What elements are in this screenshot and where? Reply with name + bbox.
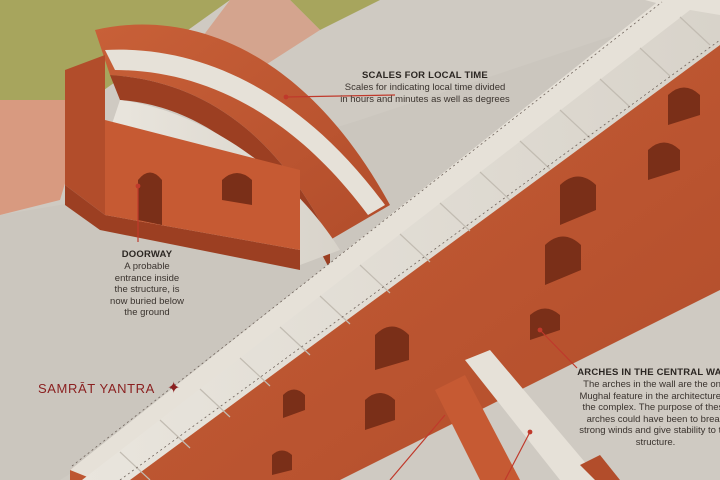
callout-leaders [137,94,578,480]
lower-staircase [465,350,600,480]
callout-doorway-heading: DOORWAY [121,249,173,260]
west-tower [65,55,105,215]
main-stairs [82,10,720,480]
diagram-title: SAMRĀT YANTRA [38,381,155,396]
west-arch [222,173,252,205]
lower-wall-left [435,375,520,480]
time-scale-ticks-lower [119,39,720,480]
callout-arches-body: The arches in the wall are the only Mugh… [579,379,720,448]
doorway-arch [138,172,162,225]
quadrant-wall-top [95,24,390,240]
west-base [65,185,300,270]
stair-steps [119,16,711,480]
time-scale-ticks [71,1,663,467]
central-wall-arches [272,87,700,475]
callout-doorway-body: A probable entrance inside the structure… [110,261,184,318]
star-marker-icon: ✦ [167,380,181,397]
callout-scales-body: Scales for indicating local time divided… [340,82,510,105]
callout-arches-heading: ARCHES IN THE CENTRAL WALL [577,367,720,378]
callout-doorway: DOORWAY A probable entrance inside the s… [108,249,186,319]
curved-scale-band [105,49,385,215]
lower-wall-right [580,455,620,480]
callout-markers [135,94,543,435]
callout-scales-heading: SCALES FOR LOCAL TIME [362,70,488,81]
callout-scales: SCALES FOR LOCAL TIME Scales for indicat… [340,70,510,105]
callout-arches: ARCHES IN THE CENTRAL WALL The arches in… [573,367,720,448]
